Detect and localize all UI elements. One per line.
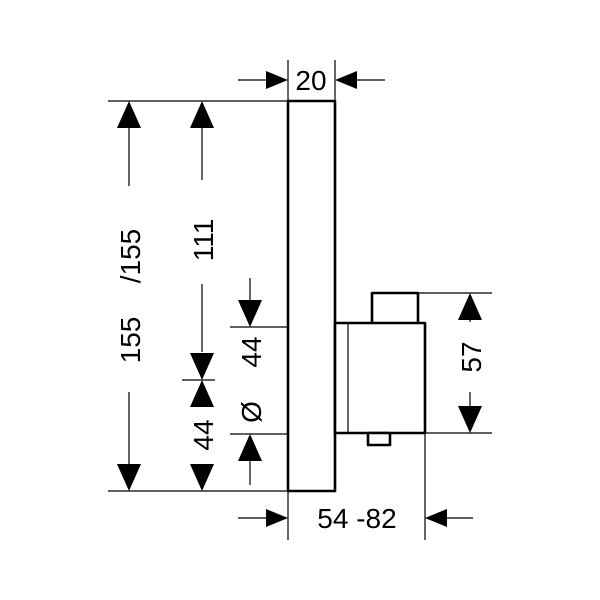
dim-diameter-value: 44 [236,336,267,367]
dim-lower-offset-label: 44 [188,419,219,450]
arrowhead [238,434,262,461]
arrowhead [425,509,447,527]
dim-lower-offset: 44 [188,380,219,491]
arrowhead [117,101,141,128]
dim-height-upper: 111 [188,101,219,380]
dim-diameter-symbol: Ø [236,401,267,423]
dim-depth-range: 54 -82 [238,503,473,534]
arrowhead [266,71,288,89]
arrowhead [266,509,288,527]
part-outline [286,99,427,493]
arrowhead [190,101,214,128]
dim-height-total: 155 /155 [115,101,146,491]
dim-width-top: 20 [238,65,385,96]
arrowhead [335,71,357,89]
arrowhead [458,406,482,433]
arrowhead [458,293,482,320]
dim-depth-range-label: 54 -82 [317,503,396,534]
dim-body-height: 57 [456,293,487,433]
arrowhead [238,300,262,327]
arrowhead [190,353,214,380]
dim-height-alt-label: /155 [115,229,146,284]
dim-body-height-label: 57 [456,341,487,372]
cover-plate [286,99,337,493]
dim-height-total-label: 155 [115,317,146,364]
dim-diameter: 44 Ø [236,278,267,485]
dim-width-top-label: 20 [295,65,326,96]
bottom-connector [366,431,392,447]
arrowhead [190,380,214,407]
arrowhead [190,464,214,491]
arrowhead [117,464,141,491]
dim-height-upper-label: 111 [188,219,219,262]
extension-lines [108,60,492,540]
